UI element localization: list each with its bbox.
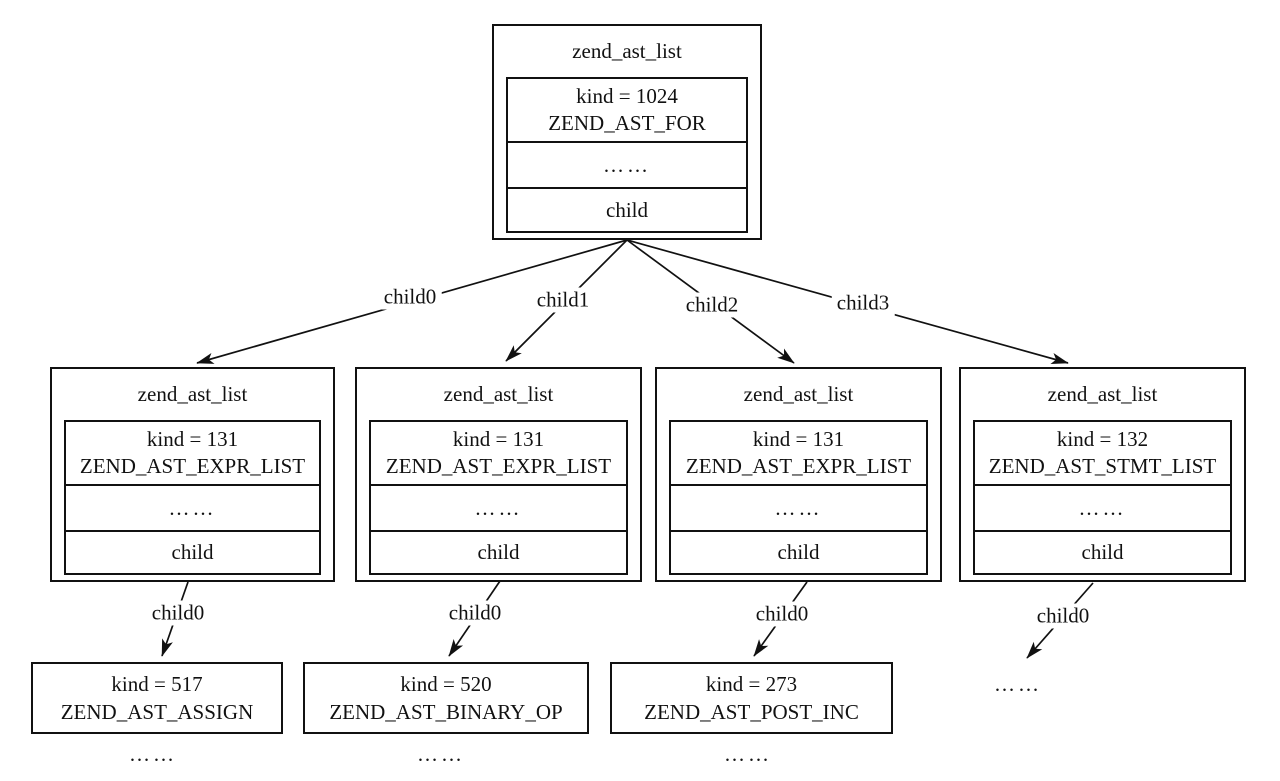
ast-node-child2: zend_ast_list kind = 131 ZEND_AST_EXPR_L… (655, 367, 942, 582)
kind-name: ZEND_AST_STMT_LIST (988, 454, 1217, 478)
kind-name: ZEND_AST_ASSIGN (60, 700, 254, 724)
ellipsis-row: …… (371, 486, 626, 532)
ast-node-child3: zend_ast_list kind = 132 ZEND_AST_STMT_L… (959, 367, 1246, 582)
child-row: child (171, 540, 214, 564)
ast-node-root: zend_ast_list kind = 1024 ZEND_AST_FOR …… (492, 24, 762, 240)
edge-label-child1: child1 (531, 287, 595, 313)
node-title: zend_ast_list (1047, 381, 1158, 406)
ast-node-child1: zend_ast_list kind = 131 ZEND_AST_EXPR_L… (355, 367, 642, 582)
node-struct: kind = 131 ZEND_AST_EXPR_LIST …… child (64, 420, 321, 575)
node-struct: kind = 1024 ZEND_AST_FOR …… child (506, 77, 748, 233)
ast-leaf-post-inc: kind = 273 ZEND_AST_POST_INC (610, 662, 893, 734)
kind-row: kind = 1024 ZEND_AST_FOR (508, 79, 746, 143)
ellipsis-row: …… (66, 486, 319, 532)
ast-leaf-assign: kind = 517 ZEND_AST_ASSIGN (31, 662, 283, 734)
kind-name: ZEND_AST_POST_INC (644, 700, 859, 724)
kind-value: kind = 517 (111, 672, 203, 696)
kind-value: kind = 131 (146, 427, 239, 451)
kind-row: kind = 131 ZEND_AST_EXPR_LIST (671, 422, 926, 486)
ellipsis-under-binary-op: …… (417, 742, 465, 766)
edge-label-list0-child0: child0 (146, 600, 210, 626)
kind-value: kind = 520 (400, 672, 492, 696)
kind-value: kind = 132 (1056, 427, 1149, 451)
child-row: child (606, 197, 648, 222)
ellipsis-row: …… (975, 486, 1230, 532)
edge-label-list1-child0: child0 (443, 600, 507, 626)
node-struct: kind = 132 ZEND_AST_STMT_LIST …… child (973, 420, 1232, 575)
child-row: child (1081, 540, 1124, 564)
kind-name: ZEND_AST_EXPR_LIST (79, 454, 306, 478)
ellipsis-under-post-inc: …… (724, 742, 772, 766)
edge-label-list3-child0: child0 (1031, 603, 1095, 629)
kind-name: ZEND_AST_FOR (548, 111, 706, 135)
child-row: child (777, 540, 820, 564)
kind-name: ZEND_AST_EXPR_LIST (385, 454, 612, 478)
kind-row: kind = 132 ZEND_AST_STMT_LIST (975, 422, 1230, 486)
kind-row: kind = 131 ZEND_AST_EXPR_LIST (371, 422, 626, 486)
ellipsis-row: …… (671, 486, 926, 532)
edge-label-child2: child2 (680, 292, 744, 318)
node-title: zend_ast_list (743, 381, 854, 406)
node-title: zend_ast_list (443, 381, 554, 406)
ast-leaf-binary-op: kind = 520 ZEND_AST_BINARY_OP (303, 662, 589, 734)
ellipsis-branch4: …… (994, 672, 1042, 696)
kind-name: ZEND_AST_EXPR_LIST (685, 454, 912, 478)
kind-name: ZEND_AST_BINARY_OP (329, 700, 563, 724)
kind-value: kind = 131 (452, 427, 545, 451)
edge-label-list2-child0: child0 (750, 601, 814, 627)
node-title: zend_ast_list (137, 381, 248, 406)
child-row: child (477, 540, 520, 564)
node-struct: kind = 131 ZEND_AST_EXPR_LIST …… child (369, 420, 628, 575)
node-title: zend_ast_list (572, 38, 682, 63)
edge-label-child0: child0 (378, 284, 442, 310)
kind-row: kind = 131 ZEND_AST_EXPR_LIST (66, 422, 319, 486)
kind-value: kind = 131 (752, 427, 845, 451)
ast-node-child0: zend_ast_list kind = 131 ZEND_AST_EXPR_L… (50, 367, 335, 582)
kind-value: kind = 273 (705, 672, 798, 696)
node-struct: kind = 131 ZEND_AST_EXPR_LIST …… child (669, 420, 928, 575)
ellipsis-under-assign: …… (129, 742, 177, 766)
edge-label-child3: child3 (831, 290, 895, 316)
kind-value: kind = 1024 (576, 84, 678, 108)
ellipsis-row: …… (508, 143, 746, 189)
